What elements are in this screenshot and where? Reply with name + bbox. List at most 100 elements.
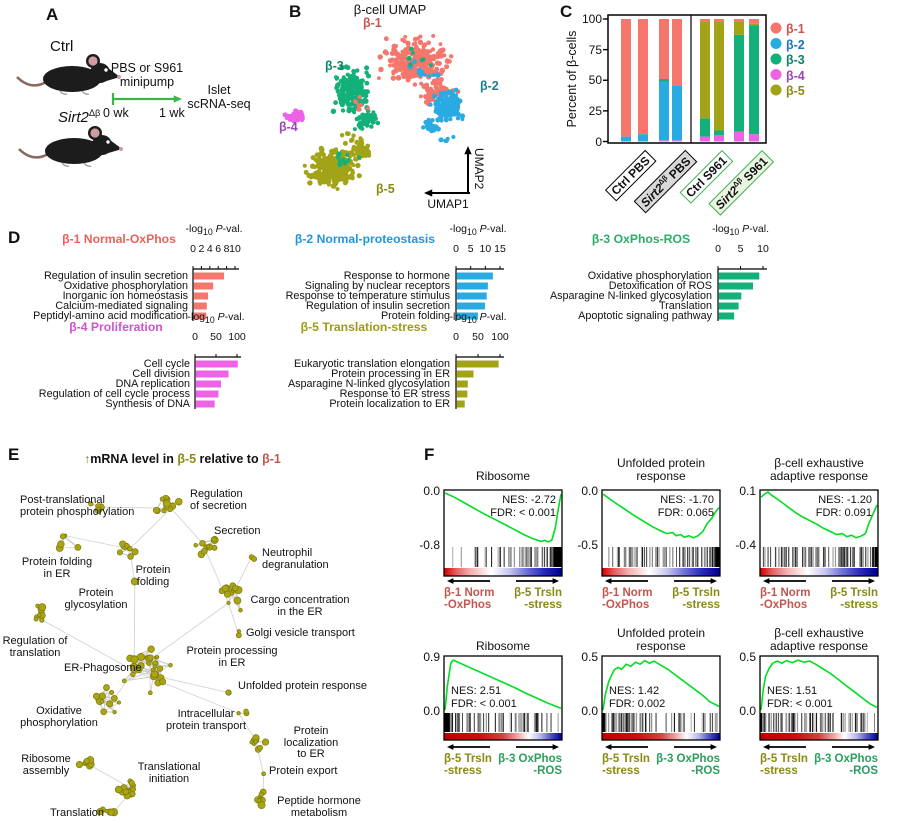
e-node-label-19: Translation — [49, 807, 105, 819]
f-left-label-2: β-1 Norm-OxPhos — [760, 587, 811, 611]
d-title-4: β-5 Translation-stress — [300, 320, 428, 334]
network-nodes — [33, 494, 270, 817]
d-axis-label-1: -log10 P-val. — [449, 223, 507, 238]
d-tick-3-50: 50 — [210, 331, 222, 343]
f-right-label-0: β-5 Trsln-stress — [514, 587, 562, 611]
f-title-4-1: response — [636, 639, 686, 653]
c-legend-β-4: β-4 — [786, 68, 805, 83]
f-title-3: Ribosome — [475, 639, 531, 653]
outcome-label-2: scRNA-seq — [187, 97, 251, 111]
c-ytick-100: 100 — [581, 12, 602, 26]
d-row-0-3: Calcium-mediated signaling — [55, 300, 188, 312]
d-tick-4-100: 100 — [491, 331, 509, 343]
umap-scatter — [282, 33, 466, 191]
f-fdr-0: FDR: < 0.001 — [490, 507, 556, 519]
d-row-1-3: Regulation of insulin secretion — [305, 300, 450, 312]
f-left-label-0: β-1 Norm-OxPhos — [444, 587, 495, 611]
f-title-1-0: Unfolded protein — [616, 456, 706, 470]
d-title-1: β-2 Normal-proteostasis — [294, 232, 436, 246]
d-axis-label-2: -log10 P-val. — [711, 223, 770, 238]
f-right-label-2: β-5 Trsln-stress — [830, 587, 878, 611]
treatment-label-2: minipump — [119, 75, 175, 89]
panel-letter-A: A — [46, 5, 59, 24]
c-legend-β-5: β-5 — [786, 84, 805, 98]
ctrl-mouse-label: Ctrl — [50, 38, 74, 55]
d-row-4-2: Asparagine N-linked glycosylation — [287, 378, 450, 390]
c-ytick-25: 25 — [588, 103, 602, 118]
f-title-2-1: adaptive response — [769, 469, 869, 483]
f-ybot-5: 0.0 — [739, 704, 756, 718]
f-nes-0: NES: -2.72 — [502, 494, 556, 506]
f-ytop-1: 0.0 — [581, 484, 598, 498]
umap-cluster-label-β-2: β-2 — [480, 79, 499, 93]
f-fdr-3: FDR: < 0.001 — [451, 698, 517, 710]
f-ytop-2: 0.1 — [739, 484, 756, 498]
c-legend-β-3: β-3 — [786, 53, 805, 67]
week0-label: 0 wk — [103, 106, 129, 120]
d-row-3-3: Regulation of cell cycle process — [38, 388, 190, 400]
panel-letter-C: C — [560, 2, 573, 21]
f-right-label-5: β-3 OxPhos-ROS — [814, 753, 878, 777]
d-tick-3-0: 0 — [192, 331, 198, 343]
f-ybot-1: -0.5 — [577, 538, 598, 552]
d-row-2-1: Detoxification of ROS — [608, 280, 712, 292]
d-row-3-0: Cell cycle — [143, 358, 190, 370]
f-right-label-4: β-3 OxPhos-ROS — [656, 753, 720, 777]
sirt2-mouse-drawing — [18, 126, 123, 167]
e-node-label-2: Secretion — [214, 525, 261, 537]
f-nes-2: NES: -1.20 — [818, 494, 872, 506]
d-title-2: β-3 OxPhos-ROS — [591, 232, 691, 246]
f-title-0: Ribosome — [475, 469, 531, 483]
f-right-label-3: β-3 OxPhos-ROS — [498, 753, 562, 777]
sirt2-mouse-label: Sirt2Δβ — [58, 108, 101, 126]
f-left-label-5: β-5 Trsln-stress — [760, 753, 808, 777]
panel-letter-B: B — [289, 2, 302, 21]
d-row-0-2: Inorganic ion homeostasis — [62, 290, 188, 302]
d-row-0-0: Regulation of insulin secretion — [43, 270, 188, 282]
d-row-0-1: Oxidative phosphorylation — [63, 280, 188, 292]
ctrl-mouse-drawing — [16, 54, 121, 95]
d-row-2-4: Apoptotic signaling pathway — [578, 310, 712, 322]
d-row-4-1: Protein processing in ER — [331, 368, 450, 380]
d-tick-0-2: 2 — [198, 243, 205, 255]
f-title-4-0: Unfolded protein — [616, 626, 706, 640]
d-title-3: β-4 Proliferation — [69, 320, 163, 334]
d-tick-2-0: 0 — [715, 243, 721, 255]
f-fdr-2: FDR: 0.091 — [815, 507, 872, 519]
d-tick-4-50: 50 — [472, 331, 484, 343]
d-row-2-3: Translation — [658, 300, 712, 312]
d-tick-0-10: 10 — [229, 243, 241, 255]
f-title-5-0: β-cell exhaustive — [774, 626, 864, 640]
d-row-3-2: DNA replication — [115, 378, 190, 390]
f-left-label-3: β-5 Trsln-stress — [444, 753, 492, 777]
c-ytick-0: 0 — [595, 134, 602, 149]
f-ybot-3: 0.0 — [423, 704, 440, 718]
d-row-3-1: Cell division — [132, 368, 190, 380]
d-tick-4-0: 0 — [453, 331, 459, 343]
f-fdr-5: FDR: < 0.001 — [767, 698, 833, 710]
d-tick-1-10: 10 — [479, 243, 492, 255]
c-ytick-50: 50 — [588, 73, 602, 88]
f-nes-4: NES: 1.42 — [609, 685, 660, 697]
d-row-3-4: Synthesis of DNA — [105, 398, 190, 410]
f-title-5-1: adaptive response — [769, 639, 869, 653]
umap1-axis-label: UMAP1 — [427, 197, 469, 211]
d-tick-2-10: 10 — [757, 243, 769, 255]
f-ytop-0: 0.0 — [423, 484, 440, 498]
d-row-1-2: Response to temperature stimulus — [285, 290, 450, 302]
umap-cluster-label-β-4: β-4 — [279, 120, 298, 134]
c-legend-β-1: β-1 — [786, 22, 805, 36]
f-nes-5: NES: 1.51 — [767, 685, 818, 697]
f-ytop-4: 0.5 — [581, 650, 598, 664]
week1-label: 1 wk — [159, 106, 185, 120]
